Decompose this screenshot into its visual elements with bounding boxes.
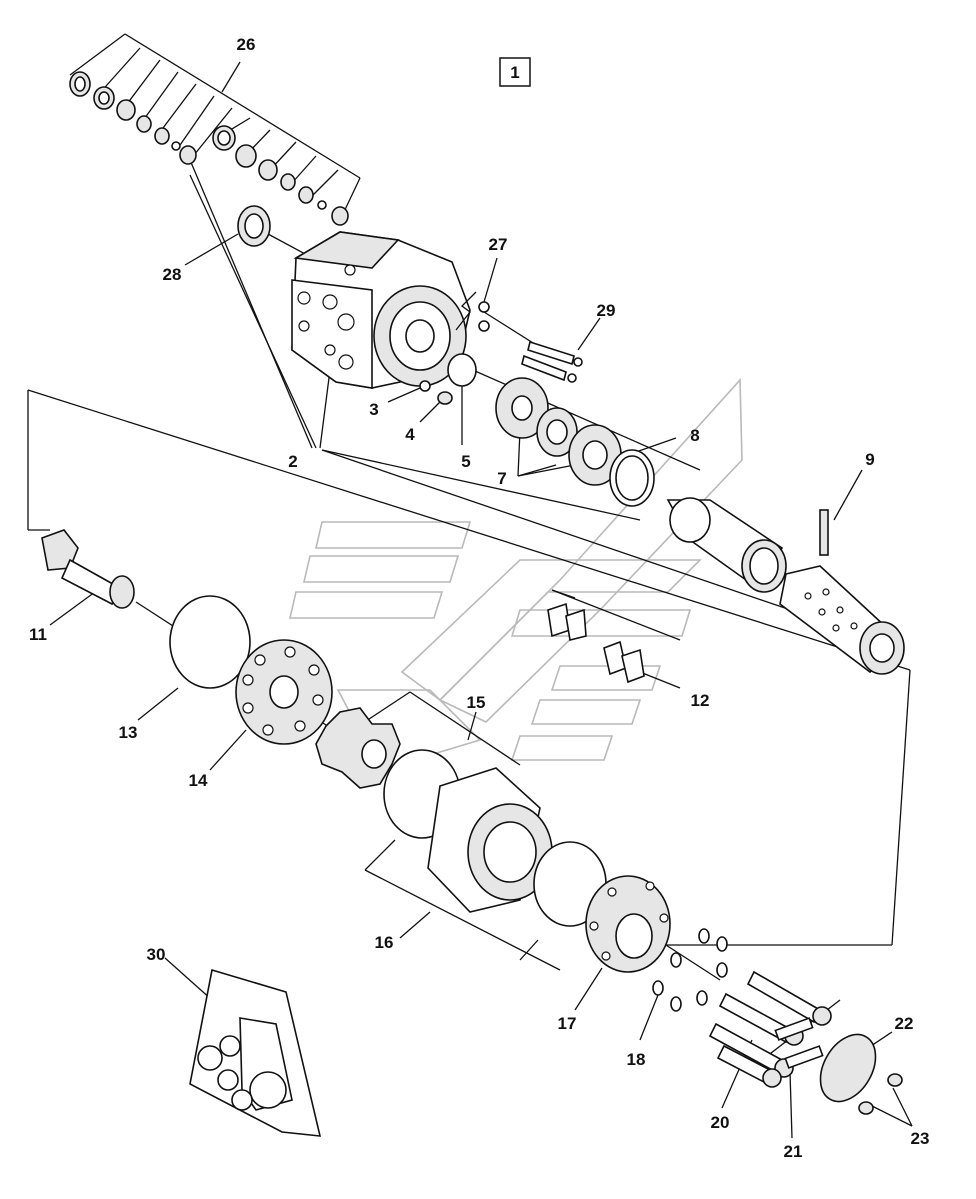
- callout-13: 13: [119, 723, 138, 742]
- callout-27: 27: [489, 235, 508, 254]
- callout-18: 18: [627, 1050, 646, 1069]
- callout-labels: 26 28 27 29 3 4 5 2 7 8 9 11 12 13 14 15…: [29, 35, 929, 1161]
- seal-kit-26: [69, 71, 349, 226]
- callout-8: 8: [690, 426, 699, 445]
- drive-shaft-11: [41, 529, 135, 609]
- ball-3: [419, 380, 431, 392]
- callout-7: 7: [497, 469, 506, 488]
- cap-22: [819, 1033, 877, 1103]
- callout-21: 21: [784, 1142, 803, 1161]
- rotor-15: [315, 707, 401, 789]
- check-balls-27: [455, 291, 490, 332]
- springs-12: [547, 602, 645, 684]
- callout-16: 16: [375, 933, 394, 952]
- callout-15: 15: [467, 693, 486, 712]
- pin-9: [819, 509, 829, 556]
- end-plate-17: [585, 875, 671, 973]
- callout-9: 9: [865, 450, 874, 469]
- callout-29: 29: [597, 301, 616, 320]
- pins-29: [521, 340, 583, 383]
- callout-20: 20: [711, 1113, 730, 1132]
- callout-26: 26: [237, 35, 256, 54]
- callout-23: 23: [911, 1129, 930, 1148]
- gerotor-16: [427, 767, 553, 913]
- callout-22: 22: [895, 1014, 914, 1033]
- callout-17: 17: [558, 1014, 577, 1033]
- leader-lines: [27, 33, 913, 1139]
- callout-30: 30: [147, 945, 166, 964]
- callout-28: 28: [163, 265, 182, 284]
- callout-14: 14: [189, 771, 208, 790]
- callout-11: 11: [29, 625, 47, 644]
- valve-housing-2: [291, 231, 471, 389]
- spool: [666, 497, 787, 593]
- bolts-21: [774, 1017, 824, 1069]
- callout-3: 3: [369, 400, 378, 419]
- callout-5: 5: [461, 452, 470, 471]
- plate-14: [235, 639, 333, 745]
- callout-12: 12: [691, 691, 710, 710]
- o-ring-5: [447, 353, 477, 387]
- callout-2: 2: [288, 452, 297, 471]
- o-ring-13: [169, 595, 251, 689]
- sleeve: [779, 565, 905, 675]
- plates-7: [495, 377, 622, 486]
- o-rings-18: [652, 928, 728, 1012]
- ring-8: [609, 449, 655, 507]
- figure-tag-number: 1: [510, 63, 519, 82]
- callout-4: 4: [405, 425, 415, 444]
- gasket-kit-30: [189, 968, 322, 1137]
- screws-23: [858, 1073, 903, 1115]
- bolts-20: [708, 970, 832, 1088]
- figure-tag: 1: [499, 57, 531, 87]
- plug-4: [437, 391, 453, 405]
- washer-28: [237, 205, 271, 247]
